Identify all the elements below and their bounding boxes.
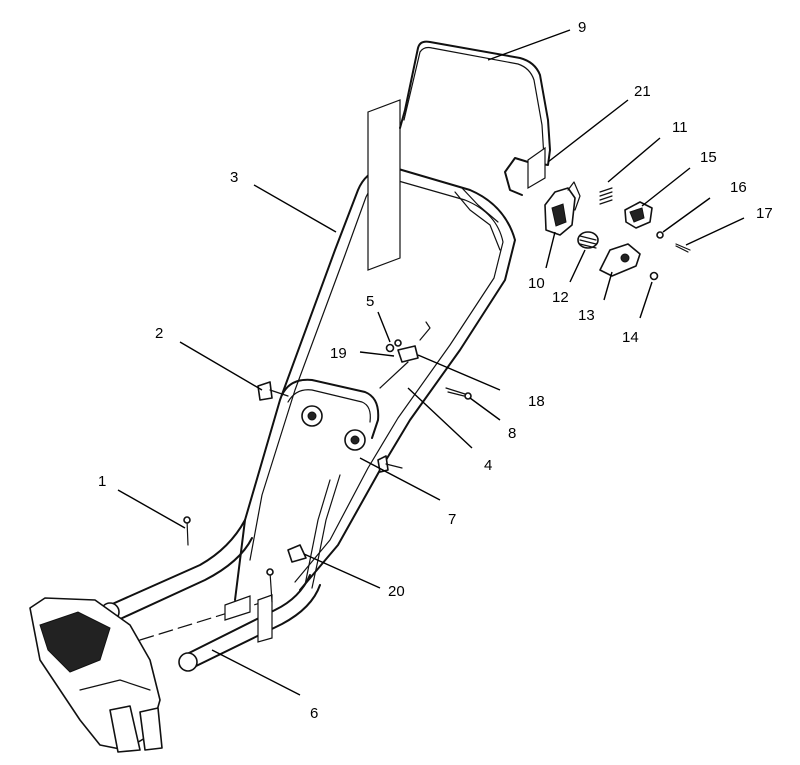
callout-1: 1 xyxy=(98,473,106,490)
cap-15 xyxy=(624,201,653,229)
mower-housing xyxy=(29,597,163,753)
callout-16: 16 xyxy=(730,179,747,196)
decal-panel-lower xyxy=(257,594,273,643)
callout-4: 4 xyxy=(484,457,492,474)
bolt-1 xyxy=(186,519,189,546)
callout-9: 9 xyxy=(578,19,586,36)
actuator-13 xyxy=(599,243,641,277)
callout-21: 21 xyxy=(634,83,651,100)
callout-labels: 1 2 3 4 5 6 7 8 9 10 11 12 13 14 15 16 1… xyxy=(98,19,773,722)
leader-lines xyxy=(117,29,745,696)
callout-15: 15 xyxy=(700,149,717,166)
callout-11: 11 xyxy=(672,119,688,136)
spring-12 xyxy=(577,231,599,249)
callout-7: 7 xyxy=(448,511,456,528)
decal-panel-mid xyxy=(224,595,251,621)
lower-handle xyxy=(100,378,380,672)
callout-17: 17 xyxy=(756,205,773,222)
callout-14: 14 xyxy=(622,329,639,346)
decal-part-21 xyxy=(527,146,546,190)
upper-handle xyxy=(234,166,516,601)
nut-14 xyxy=(649,271,659,281)
control-housing xyxy=(544,181,581,236)
callout-10: 10 xyxy=(528,275,545,292)
screw-17 xyxy=(675,243,691,253)
decal-panel-upper xyxy=(367,99,401,271)
callout-2: 2 xyxy=(155,325,163,342)
cable xyxy=(304,479,331,586)
callout-3: 3 xyxy=(230,169,238,186)
callout-18: 18 xyxy=(528,393,545,410)
cable-clip-20 xyxy=(287,544,307,563)
control-bail xyxy=(399,40,551,196)
knob-7 xyxy=(344,429,366,451)
cable-bracket xyxy=(379,321,431,389)
carriage-bolt-2 xyxy=(257,381,289,401)
callout-13: 13 xyxy=(578,307,595,324)
spring-11 xyxy=(599,187,613,205)
callout-20: 20 xyxy=(388,583,405,600)
callout-8: 8 xyxy=(508,425,516,442)
callout-19: 19 xyxy=(330,345,347,362)
callout-12: 12 xyxy=(552,289,569,306)
washer-16 xyxy=(656,231,664,239)
callout-5: 5 xyxy=(366,293,374,310)
screw-8 xyxy=(445,387,466,397)
callout-6: 6 xyxy=(310,705,318,722)
knob-upper xyxy=(301,405,323,427)
